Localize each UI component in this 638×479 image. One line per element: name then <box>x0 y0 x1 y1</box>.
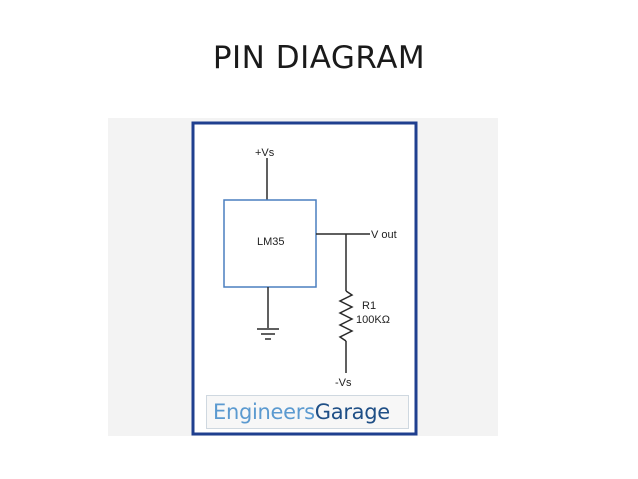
positive-supply-label: +Vs <box>255 147 275 159</box>
ground-icon <box>257 328 279 340</box>
lm35-label: LM35 <box>257 236 285 248</box>
logo-text-garage: Garage <box>314 400 390 424</box>
resistor-value-label: 100KΩ <box>356 314 390 326</box>
resistor-r1 <box>338 290 354 342</box>
logo-text-engineers: Engineers <box>213 400 315 424</box>
negative-supply-label: -Vs <box>335 377 352 389</box>
lm35-chip <box>223 199 317 288</box>
output-label: V out <box>371 229 397 241</box>
page-title: PIN DIAGRAM <box>212 40 426 76</box>
resistor-name-label: R1 <box>362 300 376 312</box>
